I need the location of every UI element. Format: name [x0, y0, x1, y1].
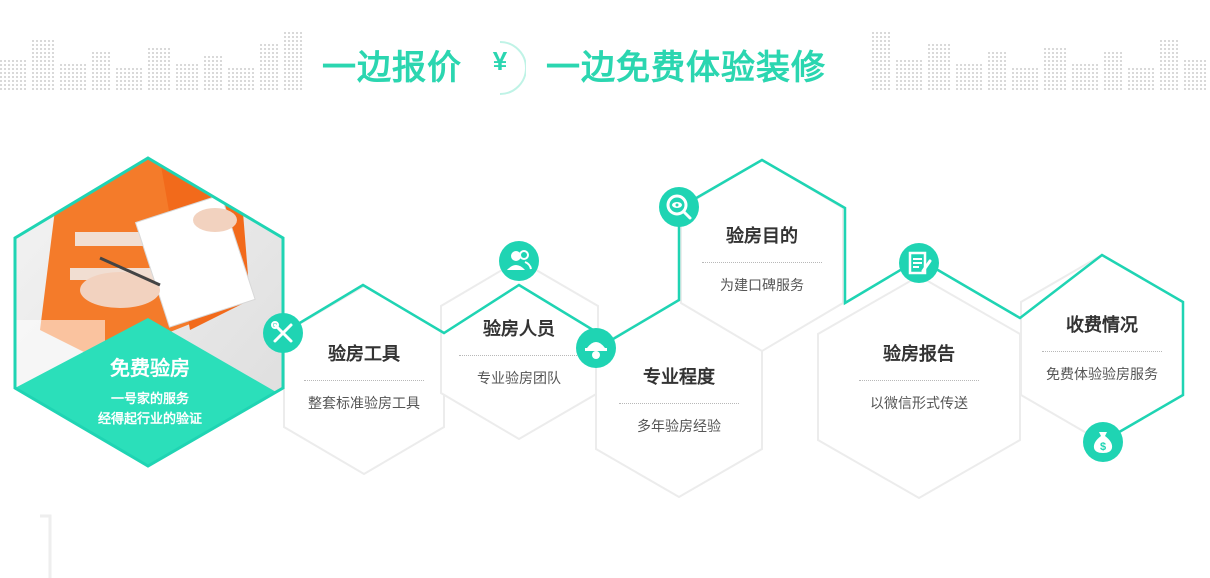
- dotted-divider: [859, 380, 979, 381]
- feature-title: 免费验房: [110, 358, 190, 380]
- item-title: 验房报告: [883, 344, 955, 364]
- item-desc: 整套标准验房工具: [308, 395, 420, 411]
- item-title: 验房工具: [328, 344, 400, 364]
- item-desc: 多年验房经验: [637, 418, 721, 434]
- yuan-icon: ¥: [492, 46, 508, 76]
- users-icon: [499, 241, 539, 281]
- bracket-decoration: [40, 514, 52, 578]
- item-desc: 专业验房团队: [477, 370, 561, 386]
- dotted-divider: [619, 403, 739, 404]
- feature-subtitle-1: 一号家的服务: [110, 391, 189, 406]
- header-right-text: 一边免费体验装修: [546, 49, 826, 87]
- item-professional: 专业程度 多年验房经验: [609, 363, 749, 436]
- item-purpose: 验房目的 为建口碑服务: [692, 222, 832, 295]
- item-fee: 收费情况 免费体验验房服务: [1032, 311, 1172, 384]
- item-desc: 以微信形式传送: [870, 395, 968, 411]
- dotted-divider: [459, 355, 579, 356]
- item-staff: 验房人员 专业验房团队: [449, 315, 589, 388]
- dotted-skyline-right-decoration: [870, 32, 1208, 92]
- worker-helmet-icon: [576, 328, 616, 368]
- dotted-divider: [304, 380, 424, 381]
- money-bag-icon: $: [1083, 422, 1123, 462]
- report-pen-icon: [899, 243, 939, 283]
- tools-icon: [263, 313, 303, 353]
- yuan-arc-decoration: [499, 41, 526, 95]
- dotted-divider: [1042, 351, 1162, 352]
- hex-inspection-staff: [440, 258, 599, 441]
- item-tools: 验房工具 整套标准验房工具: [294, 340, 434, 413]
- yuan-badge: ¥: [486, 40, 526, 96]
- feature-subtitle-2: 经得起行业的验证: [97, 411, 202, 426]
- free-inspection-feature: 免费验房 一号家的服务 经得起行业的验证: [60, 352, 240, 429]
- item-title: 验房目的: [726, 226, 798, 246]
- teal-connector-path: [281, 158, 1185, 444]
- item-title: 专业程度: [643, 367, 715, 387]
- item-title: 收费情况: [1066, 315, 1138, 335]
- dotted-skyline-left-decoration: [0, 30, 302, 92]
- item-title: 验房人员: [483, 319, 555, 339]
- dotted-divider: [702, 262, 822, 263]
- item-desc: 免费体验验房服务: [1046, 366, 1158, 382]
- item-report: 验房报告 以微信形式传送: [849, 340, 989, 413]
- page-header: 一边报价 ¥ 一边免费体验装修: [0, 40, 1210, 95]
- item-desc: 为建口碑服务: [720, 277, 804, 293]
- header-left-text: 一边报价: [322, 49, 462, 87]
- magnifier-eye-icon: [659, 187, 699, 227]
- svg-text:$: $: [1100, 441, 1106, 453]
